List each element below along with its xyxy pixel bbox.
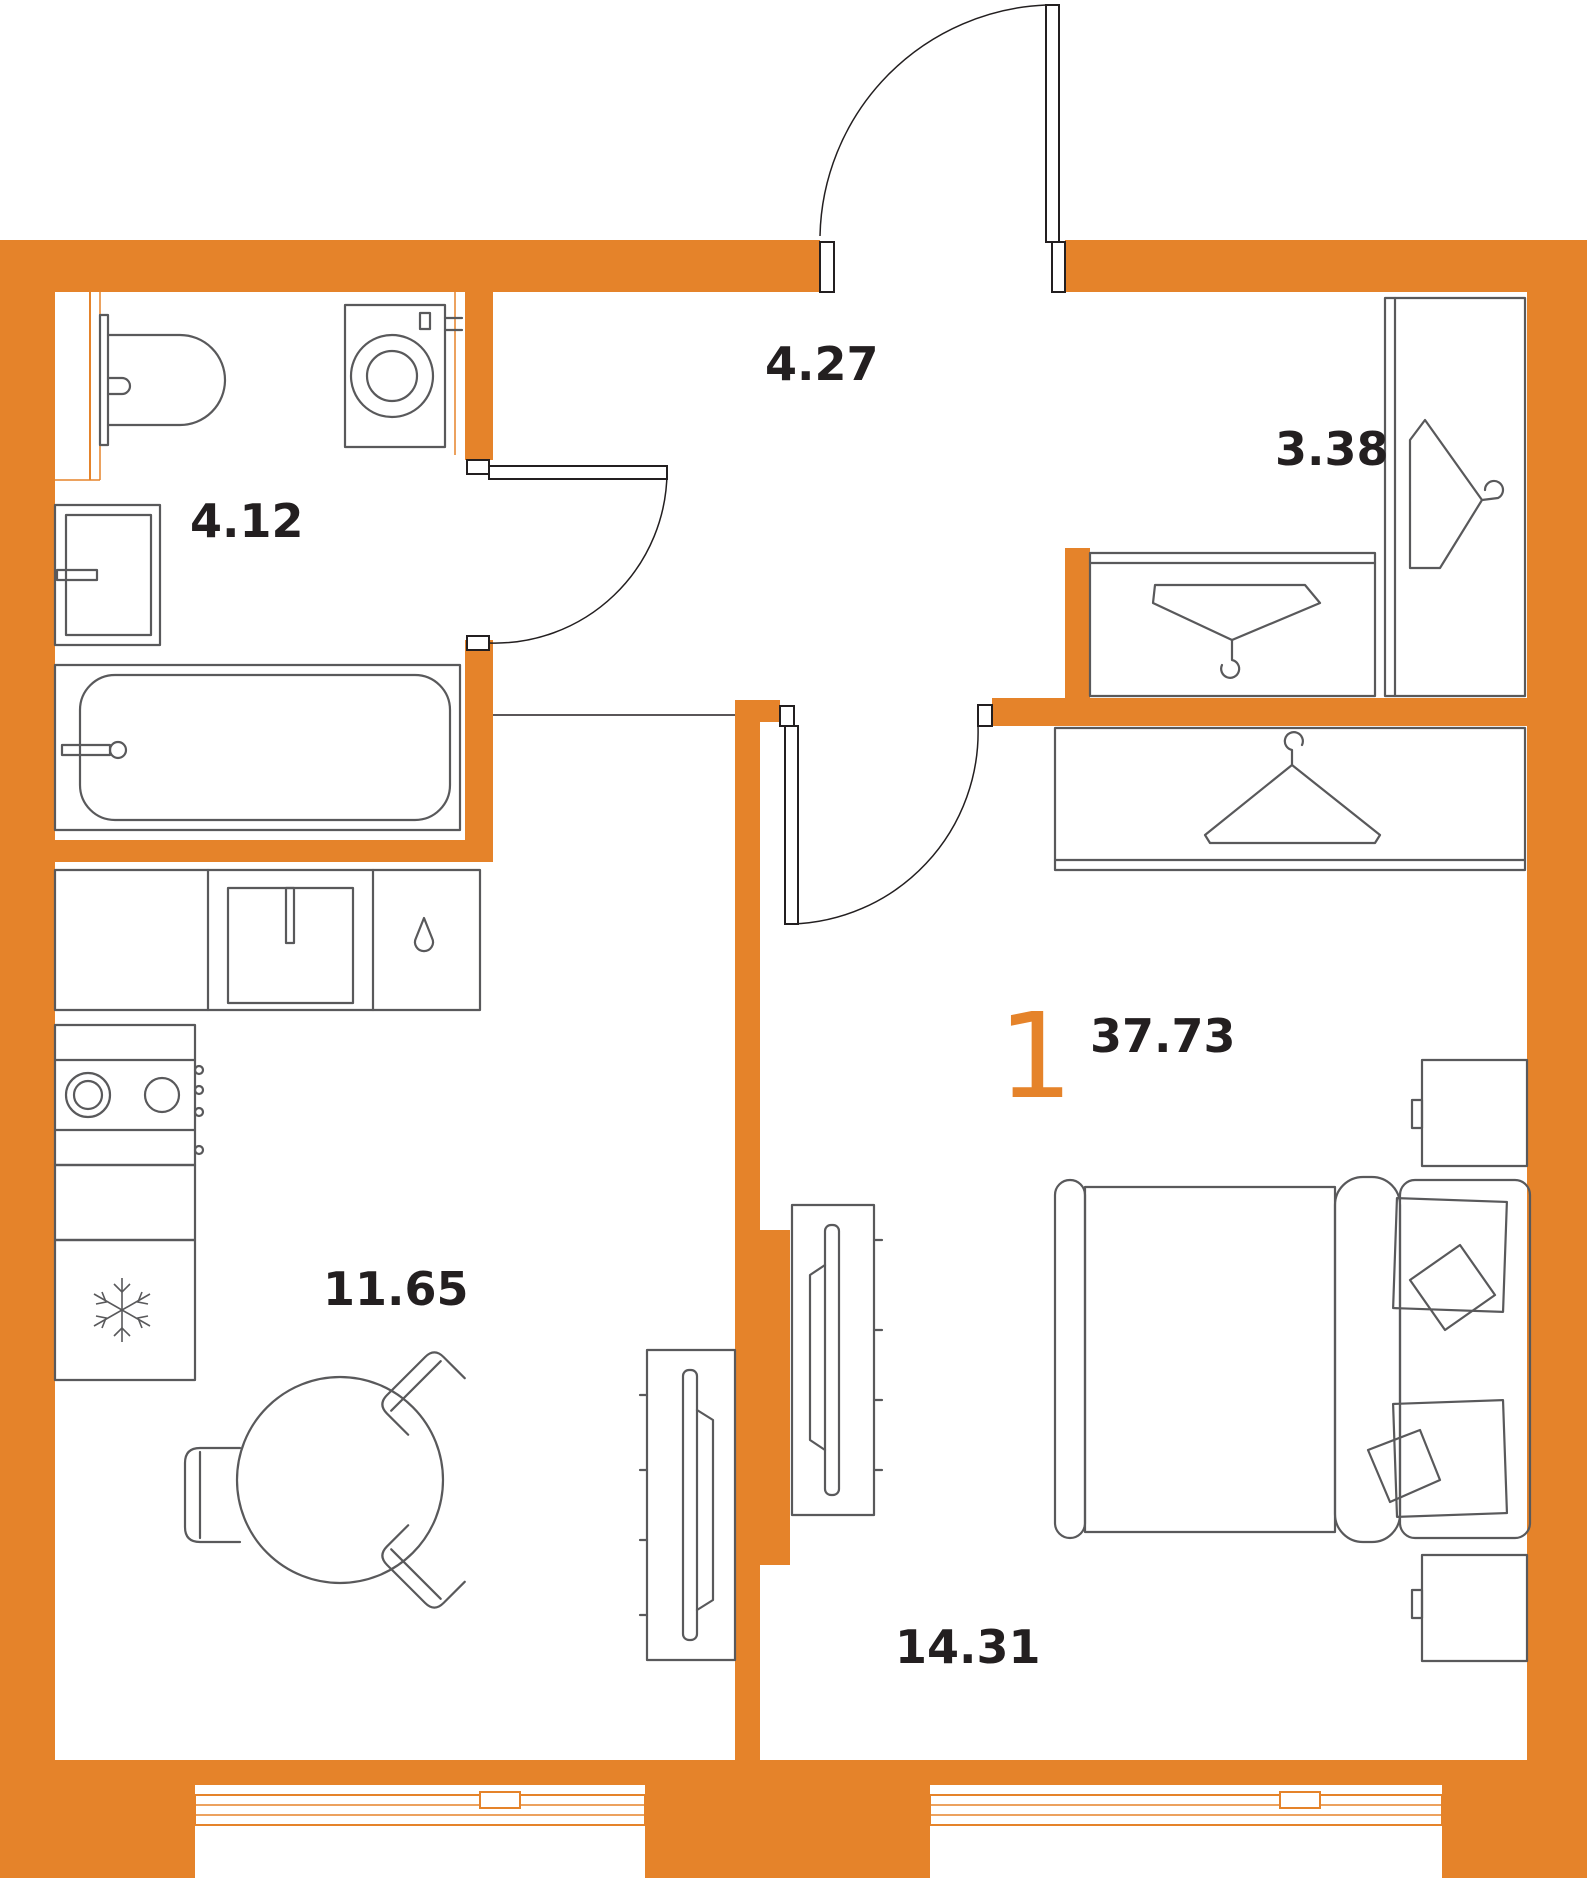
hallway-area-label: 4.27 [765,337,879,391]
kitchen-window [194,1791,646,1826]
wardrobe-cabinet-right [1383,296,1527,698]
counter-icon [53,1163,197,1242]
walls [0,240,1587,1878]
wardrobe-cabinet-middle [1088,551,1377,698]
bathtub-icon [53,663,462,832]
tv-stand-kitchen-icon [638,1348,737,1662]
wardrobe-area-label: 3.38 [1275,422,1389,476]
dining-table-icon [183,1351,466,1609]
rooms-count-label: 1 [998,987,1073,1125]
kitchen-area-label: 11.65 [323,1262,469,1316]
washing-machine-icon [343,303,464,449]
room-labels: 4.27 4.12 3.38 11.65 14.31 1 37.73 [190,337,1389,1674]
total-area-label: 37.73 [1090,1009,1236,1063]
nightstand-top-icon [1410,1058,1529,1168]
bedroom-area-label: 14.31 [895,1620,1041,1674]
bathroom-area-label: 4.12 [190,494,304,548]
bathroom-sink-icon [53,503,162,647]
bedroom-window [929,1791,1443,1826]
toilet-icon [98,313,227,447]
stove-icon [53,1023,205,1167]
wardrobe-cabinet-bottom [1053,726,1527,872]
nightstand-bottom-icon [1410,1553,1529,1663]
bedroom-door [779,704,993,925]
fridge-icon [53,1238,197,1382]
tv-stand-bedroom-icon [790,1203,884,1517]
bathroom-door [466,459,668,651]
entrance-door [819,4,1066,293]
kitchen-sink-icon [53,868,482,1012]
bathroom-shaft [55,290,456,481]
bed-icon [1053,1175,1532,1544]
